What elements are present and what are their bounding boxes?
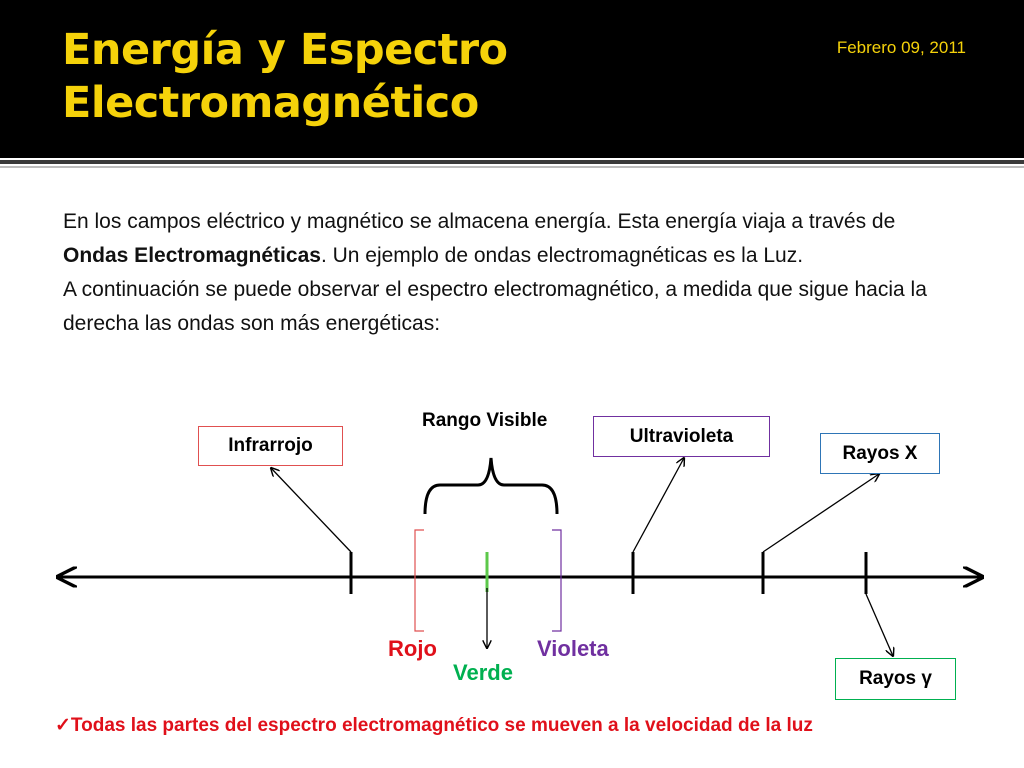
intro-paragraph-2: A continuación se puede observar el espe…: [63, 278, 927, 335]
label-rango-visible: Rango Visible: [422, 410, 548, 431]
intro-bold-term: Ondas Electromagnéticas: [63, 244, 321, 267]
note: ✓Todas las partes del espectro electroma…: [55, 714, 813, 737]
bracket-rojo: [414, 529, 424, 632]
box-rayos-gamma: Rayos γ: [835, 658, 956, 700]
intro-paragraph-1: En los campos eléctrico y magnético se a…: [63, 210, 896, 267]
header-divider-light: [0, 166, 1024, 168]
label-verde: Verde: [453, 660, 513, 685]
label-rojo: Rojo: [388, 636, 437, 661]
arrow-ultravioleta: [632, 458, 684, 553]
slide-header: Energía y Espectro Electromagnético Febr…: [0, 0, 1024, 158]
box-ultravioleta: Ultravioleta: [593, 416, 770, 457]
check-icon: ✓: [55, 715, 71, 736]
visible-range-brace: [423, 457, 559, 515]
slide-title: Energía y Espectro Electromagnético: [62, 24, 508, 130]
header-divider: [0, 160, 1024, 164]
title-line-1: Energía y Espectro: [62, 25, 508, 75]
intro-text: En los campos eléctrico y magnético se a…: [63, 205, 963, 341]
arrow-infrarrojo: [271, 468, 352, 553]
box-rayos-x: Rayos X: [820, 433, 940, 474]
arrow-rayos-gamma: [865, 593, 893, 656]
arrow-rayos-x: [762, 474, 879, 553]
bracket-violeta: [552, 529, 562, 632]
title-line-2: Electromagnético: [62, 78, 479, 128]
box-infrarrojo: Infrarrojo: [198, 426, 343, 466]
label-violeta: Violeta: [537, 636, 609, 661]
slide-date: Febrero 09, 2011: [836, 38, 966, 57]
note-text: Todas las partes del espectro electromag…: [70, 715, 813, 736]
